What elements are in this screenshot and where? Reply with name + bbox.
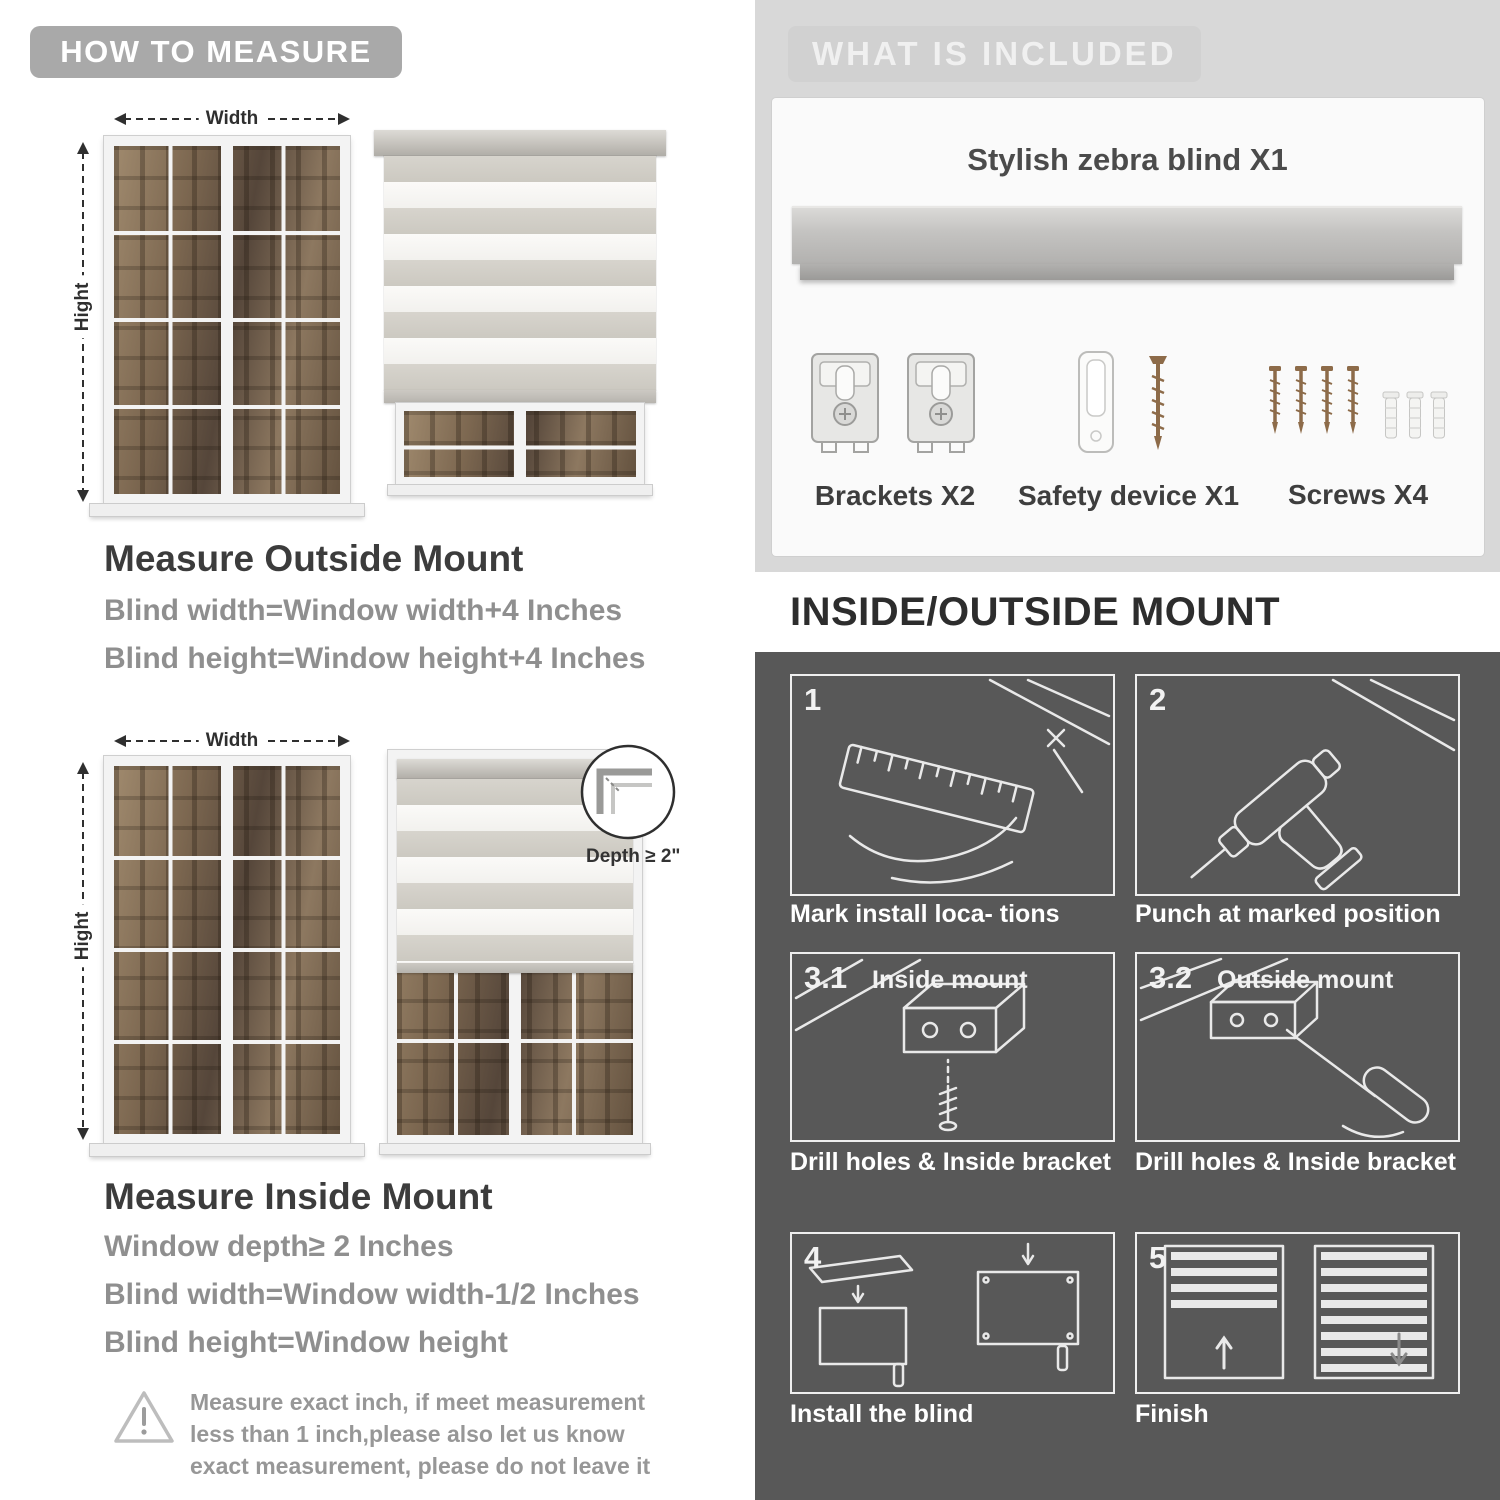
height-arrow-icon — [77, 762, 89, 1140]
step-number: 1 — [804, 682, 822, 717]
included-item-screws: Screws X4 — [1248, 348, 1468, 511]
step-panel-1: 1 — [790, 674, 1115, 896]
window-illustration-outside — [104, 136, 350, 504]
depth-label: Depth ≥ 2" — [586, 846, 681, 867]
height-label: Hight — [71, 276, 95, 339]
included-panel — [772, 98, 1484, 556]
step-number: 5 — [1149, 1240, 1167, 1275]
window-sill — [90, 1144, 364, 1156]
height-arrow: Hight — [71, 760, 95, 1142]
height-label: Hight — [71, 904, 95, 967]
measure-outside-title: Measure Outside Mount — [104, 538, 524, 579]
measure-inside-title: Measure Inside Mount — [104, 1176, 493, 1217]
width-arrow: Width — [112, 729, 352, 753]
finish-blinds-icon — [1163, 1244, 1435, 1380]
warning-icon — [112, 1388, 176, 1446]
safety-device-icon — [1078, 351, 1167, 453]
zebra-blind-bottomrail — [397, 963, 633, 973]
mount-section — [755, 652, 1500, 1500]
step-caption: Finish — [1135, 1400, 1209, 1428]
zebra-blind-outside-illustration — [384, 156, 656, 390]
item-label: Brackets X2 — [814, 480, 976, 511]
window-grid — [114, 766, 340, 1134]
product-label: Stylish zebra blind X1 — [967, 142, 1288, 177]
step-number: 3.1 — [804, 960, 848, 995]
inside-formula-height: Blind height=Window height — [104, 1326, 508, 1359]
headrail-lip — [800, 264, 1454, 280]
drill-icon — [1190, 678, 1456, 891]
step-caption: Drill holes & Inside bracket — [1135, 1148, 1456, 1176]
window-sill — [90, 504, 364, 516]
step-panel-2: 2 — [1135, 674, 1460, 896]
mount-header: INSIDE/OUTSIDE MOUNT — [790, 590, 1281, 634]
item-label: Screws X4 — [1287, 479, 1429, 510]
outside-formula-height: Blind height=Window height+4 Inches — [104, 642, 646, 675]
inside-formula-depth: Window depth≥ 2 Inches — [104, 1230, 454, 1263]
step-number: 4 — [804, 1240, 822, 1275]
window-grid — [114, 146, 340, 494]
step-panel-3-1: 3.1 Inside mount — [790, 952, 1115, 1142]
step-panel-3-2: 3.2 Outside mount — [1135, 952, 1460, 1142]
depth-callout-icon — [580, 744, 676, 840]
screws-icon — [1269, 364, 1448, 439]
step-caption: Mark install loca- tions — [790, 900, 1060, 928]
step-title: Outside mount — [1217, 966, 1394, 994]
width-arrow: Width — [112, 107, 352, 131]
width-label: Width — [198, 729, 266, 753]
window-sill — [380, 1144, 650, 1154]
inside-formula-width: Blind width=Window width-1/2 Inches — [104, 1278, 640, 1311]
width-label: Width — [198, 107, 266, 131]
how-to-measure-header: HOW TO MEASURE — [30, 26, 402, 78]
step-title: Inside mount — [872, 966, 1028, 994]
depth-callout — [576, 740, 680, 844]
step-caption: Install the blind — [790, 1400, 974, 1428]
step-number: 3.2 — [1149, 960, 1193, 995]
outside-formula-width: Blind width=Window width+4 Inches — [104, 594, 623, 627]
window-illustration-inside — [104, 756, 350, 1144]
item-label: Safety device X1 — [1018, 480, 1240, 511]
zebra-blind-headrail — [397, 759, 633, 779]
inside-bracket-icon — [794, 958, 1026, 1132]
measure-note: Measure exact inch, if meet measurement … — [190, 1389, 651, 1480]
what-is-included-header: WHAT IS INCLUDED — [788, 26, 1201, 82]
step-number: 2 — [1149, 682, 1167, 717]
step-panel-4: 4 — [790, 1232, 1115, 1394]
install-blind-icon — [808, 1242, 1080, 1388]
window-sill — [388, 485, 652, 495]
included-item-brackets: Brackets X2 — [778, 348, 1012, 512]
step-caption: Drill holes & Inside bracket — [790, 1148, 1111, 1176]
window-partial-under-blind — [396, 403, 644, 485]
step-panel-5: 5 — [1135, 1232, 1460, 1394]
mount-header-bar — [755, 572, 1500, 652]
height-arrow: Hight — [71, 140, 95, 504]
mark-locations-icon — [838, 678, 1111, 884]
headrail-illustration — [792, 206, 1462, 264]
included-item-safety-device: Safety device X1 — [1018, 348, 1240, 512]
bracket-icon — [810, 353, 975, 453]
outside-bracket-icon — [1139, 957, 1430, 1138]
zebra-blind-bottomrail — [384, 390, 656, 403]
step-caption: Punch at marked position — [1135, 900, 1441, 928]
zebra-blind-headrail — [374, 130, 666, 156]
window-grid — [404, 411, 636, 477]
